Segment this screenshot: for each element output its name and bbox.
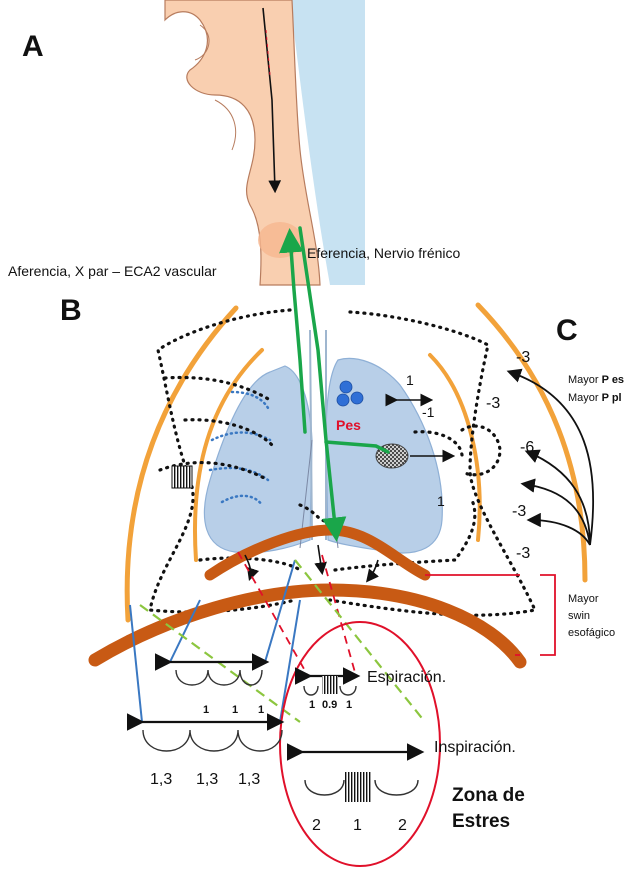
pressure-inner-neg: -1 xyxy=(422,405,434,419)
injured-insp-value-2: 1 xyxy=(353,818,362,834)
expiration-label: Espiración. xyxy=(367,670,446,686)
inspiration-label: Inspiración. xyxy=(434,740,516,756)
striped-marker-left xyxy=(172,466,192,488)
projection-lines-inspiration xyxy=(140,560,425,722)
pressure-inner-pos: 1 xyxy=(406,373,414,387)
swing-note-1: Mayor xyxy=(568,594,599,605)
panel-label-c: C xyxy=(556,316,578,346)
injured-insp-value-1: 2 xyxy=(312,818,321,834)
healthy-exp-value-2: 1 xyxy=(232,705,238,716)
mayor-ppl-note: Mayor P pl xyxy=(568,393,622,404)
healthy-exp-value-1: 1 xyxy=(203,705,209,716)
stress-zone-line2: Estres xyxy=(452,812,510,831)
mayor-ppl-bold: P pl xyxy=(602,392,622,404)
mayor-ppl-prefix: Mayor xyxy=(568,392,602,404)
pressure-lower-lung: 1 xyxy=(437,494,445,508)
injured-exp-value-1: 1 xyxy=(309,700,315,711)
healthy-exp-value-3: 1 xyxy=(258,705,264,716)
efferent-label: Eferencia, Nervio frénico xyxy=(307,246,460,260)
pressure-right-1: -3 xyxy=(486,396,500,412)
stress-zone-line1: Zona de xyxy=(452,786,525,805)
healthy-insp-value-2: 1,3 xyxy=(196,772,218,788)
healthy-insp-value-1: 1,3 xyxy=(150,772,172,788)
mayor-pes-bold: P es xyxy=(602,374,624,386)
collapsed-alveoli-insp xyxy=(345,772,371,802)
pes-label: Pes xyxy=(336,418,361,432)
swing-note-2: swin xyxy=(568,611,590,622)
mayor-pes-note: Mayor P es xyxy=(568,375,624,386)
mayor-pes-prefix: Mayor xyxy=(568,374,602,386)
brainstem-illustration xyxy=(160,0,365,285)
projection-lines-healthy xyxy=(130,560,300,722)
injured-exp-value-2: 0.9 xyxy=(322,700,337,711)
panel-label-b: B xyxy=(60,296,82,326)
injured-insp-value-3: 2 xyxy=(398,818,407,834)
pressure-right-4: -3 xyxy=(516,546,530,562)
panel-label-a: A xyxy=(22,32,44,62)
pressure-top-right: -3 xyxy=(516,350,530,366)
swing-note-3: esofágico xyxy=(568,628,615,639)
healthy-insp-value-3: 1,3 xyxy=(238,772,260,788)
pressure-right-3: -3 xyxy=(512,504,526,520)
afferent-label: Aferencia, X par – ECA2 vascular xyxy=(8,264,217,278)
pressure-right-2: -6 xyxy=(520,440,534,456)
injured-exp-value-3: 1 xyxy=(346,700,352,711)
diaphragm xyxy=(95,530,520,662)
collapsed-alveoli-exp xyxy=(322,676,338,694)
